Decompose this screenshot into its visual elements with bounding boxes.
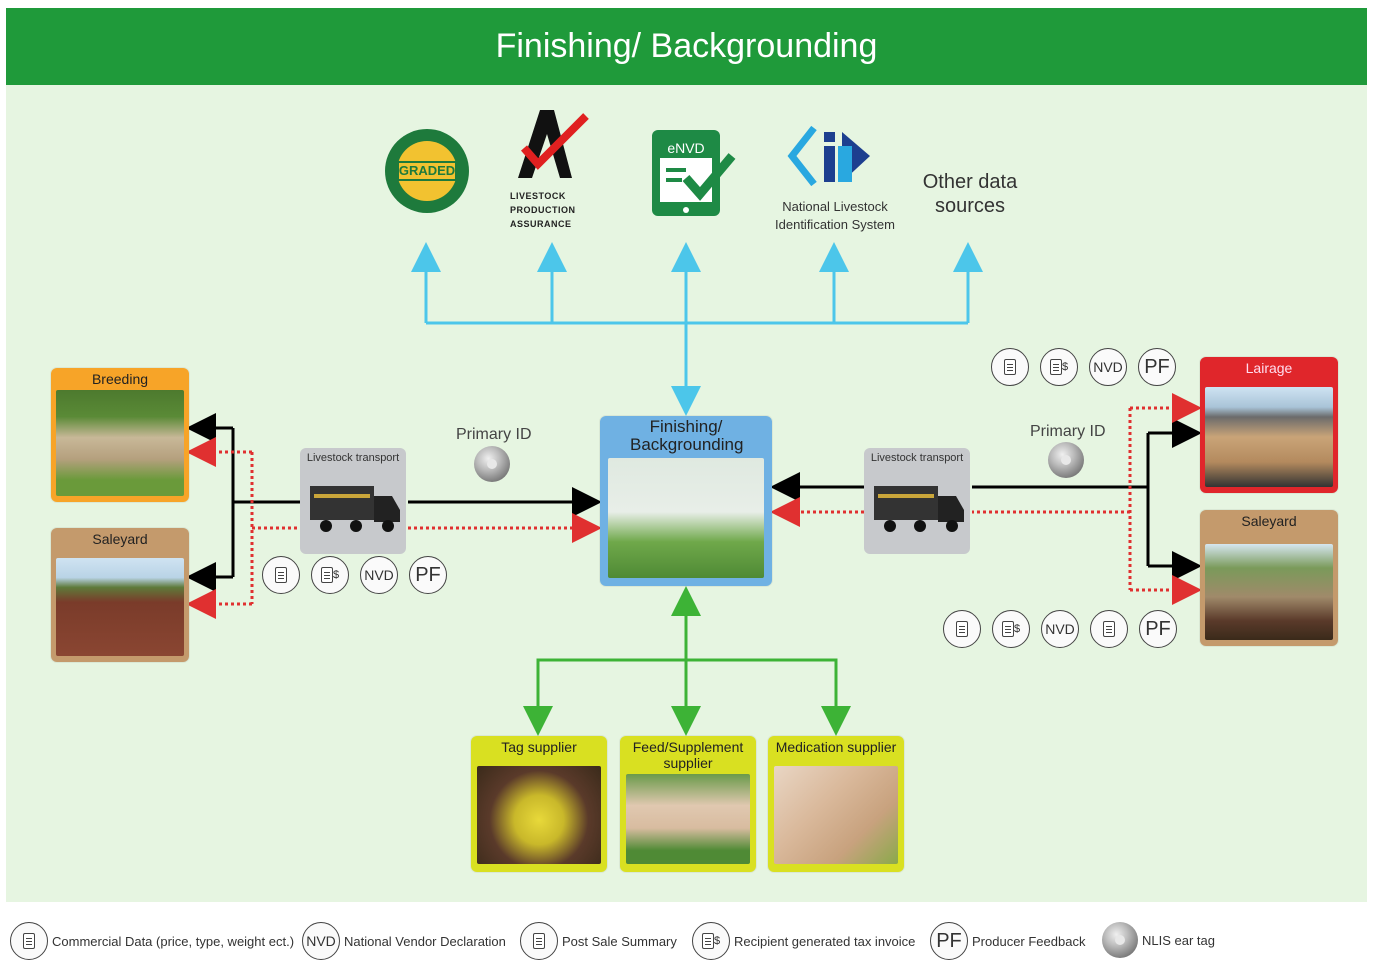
left-saleyard-card: Saleyard (51, 528, 189, 662)
medication-supplier-label: Medication supplier (775, 739, 897, 755)
truck-icon (874, 486, 964, 532)
page-title: Finishing/ Backgrounding (6, 8, 1367, 85)
medication-supplier-photo (774, 766, 898, 864)
lairage-commercial-data-icon (991, 348, 1029, 386)
other-data-sources: Other data sources (922, 171, 1018, 217)
nlis-logo (786, 122, 886, 192)
left-primary-id-label: Primary ID (456, 426, 532, 443)
nlis-ear-tag-icon (1102, 922, 1138, 958)
left-pf-icon: PF (409, 556, 447, 594)
nlis-line-2: Identification System (775, 217, 895, 232)
legend-rcti: $ Recipient generated tax invoice (692, 922, 915, 960)
envd-logo: eNVD (650, 128, 736, 218)
breeding-photo (56, 390, 184, 496)
medication-supplier-card: Medication supplier (768, 736, 904, 872)
center-title: Finishing/ Backgrounding (630, 417, 744, 454)
right-saleyard-photo (1205, 544, 1333, 640)
legend-post-sale-text: Post Sale Summary (562, 933, 677, 949)
envd-label: eNVD (667, 140, 705, 156)
right-saleyard-label: Saleyard (1241, 513, 1297, 529)
msa-graded-text: GRADED (398, 163, 456, 178)
left-transport-label: Livestock transport (306, 452, 400, 464)
saleyard-pf-icon: PF (1139, 610, 1177, 648)
lpa-line-3: ASSURANCE (510, 219, 572, 229)
tax-invoice-icon: $ (692, 922, 730, 960)
left-nlis-tag-icon (474, 446, 510, 482)
center-finishing-card: Finishing/ Backgrounding (600, 416, 772, 586)
left-rcti-icon: $ (311, 556, 349, 594)
legend-commercial-text: Commercial Data (price, type, weight ect… (52, 933, 295, 949)
post-sale-summary-icon (520, 922, 558, 960)
feed-supplier-photo (626, 774, 750, 864)
right-primary-id-label: Primary ID (1030, 423, 1106, 440)
lpa-line-2: PRODUCTION (510, 205, 576, 215)
breeding-label: Breeding (91, 371, 149, 387)
lairage-label: Lairage (1245, 360, 1293, 376)
legend-nvd: NVD National Vendor Declaration (302, 922, 506, 960)
left-saleyard-photo (56, 558, 184, 656)
legend-nvd-text: National Vendor Declaration (344, 933, 506, 949)
legend-nlis: NLIS ear tag (1102, 922, 1215, 958)
lairage-nvd-icon: NVD (1089, 348, 1127, 386)
lpa-logo: LIVESTOCK PRODUCTION ASSURANCE (510, 106, 594, 236)
tag-supplier-label: Tag supplier (501, 739, 577, 755)
left-nvd-icon: NVD (360, 556, 398, 594)
tag-supplier-photo (477, 766, 601, 864)
left-livestock-transport: Livestock transport (300, 448, 406, 554)
lairage-rcti-icon: $ (1040, 348, 1078, 386)
nlis-line-1: National Livestock (782, 199, 888, 214)
left-commercial-data-icon (262, 556, 300, 594)
saleyard-rcti-icon: $ (992, 610, 1030, 648)
legend-post-sale: Post Sale Summary (520, 922, 677, 960)
feed-supplier-card: Feed/Supplement supplier (620, 736, 756, 872)
legend-commercial: Commercial Data (price, type, weight ect… (10, 922, 294, 960)
right-transport-label: Livestock transport (870, 452, 964, 464)
right-saleyard-card: Saleyard (1200, 510, 1338, 646)
right-nlis-tag-icon (1048, 442, 1084, 478)
saleyard-nvd-icon: NVD (1041, 610, 1079, 648)
lairage-photo (1205, 387, 1333, 487)
lairage-card: Lairage (1200, 357, 1338, 493)
feed-supplier-label: Feed/Supplement supplier (632, 739, 744, 771)
saleyard-post-sale-icon (1090, 610, 1128, 648)
sheep-photo (608, 458, 764, 578)
breeding-card: Breeding (51, 368, 189, 502)
tag-supplier-card: Tag supplier (471, 736, 607, 872)
commercial-data-icon (10, 922, 48, 960)
saleyard-commercial-data-icon (943, 610, 981, 648)
lpa-line-1: LIVESTOCK (510, 191, 566, 201)
nvd-icon: NVD (302, 922, 340, 960)
legend-pf: PF Producer Feedback (930, 922, 1085, 960)
pf-icon: PF (930, 922, 968, 960)
legend-pf-text: Producer Feedback (972, 933, 1086, 949)
lairage-pf-icon: PF (1138, 348, 1176, 386)
msa-logo: GRADED (384, 128, 470, 214)
legend-rcti-text: Recipient generated tax invoice (734, 933, 916, 949)
truck-icon (310, 486, 400, 532)
left-saleyard-label: Saleyard (92, 531, 148, 547)
legend-nlis-text: NLIS ear tag (1142, 932, 1215, 948)
nlis-text: National Livestock Identification System (756, 198, 914, 234)
legend: Commercial Data (price, type, weight ect… (6, 910, 1367, 960)
right-livestock-transport: Livestock transport (864, 448, 970, 554)
